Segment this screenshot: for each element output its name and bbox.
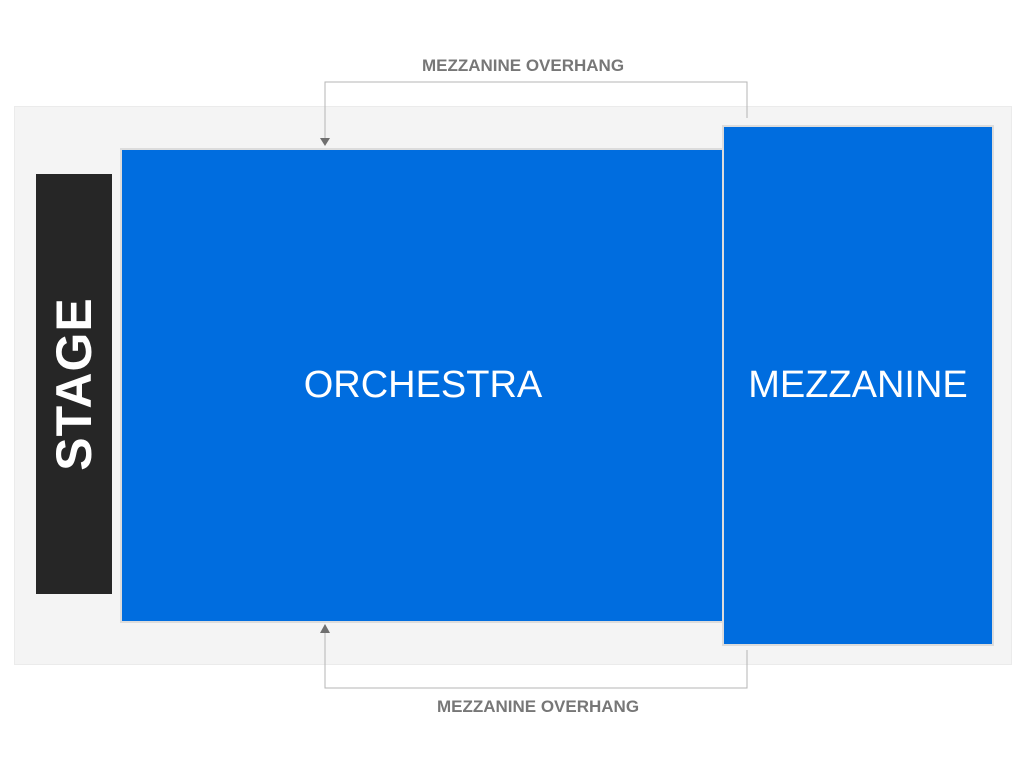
- stage: STAGE: [36, 174, 112, 594]
- top-overhang-label: MEZZANINE OVERHANG: [421, 56, 625, 75]
- bottom-arrow-icon: [320, 624, 330, 633]
- mezzanine-label: MEZZANINE: [748, 364, 968, 406]
- top-overhang-bracket: [324, 81, 748, 140]
- section-mezzanine[interactable]: MEZZANINE: [722, 125, 994, 646]
- top-arrow-icon: [320, 138, 330, 146]
- bottom-overhang-label: MEZZANINE OVERHANG: [436, 697, 640, 716]
- section-orchestra[interactable]: ORCHESTRA: [120, 148, 726, 623]
- bottom-overhang-bracket: [324, 632, 748, 689]
- orchestra-label: ORCHESTRA: [303, 364, 543, 406]
